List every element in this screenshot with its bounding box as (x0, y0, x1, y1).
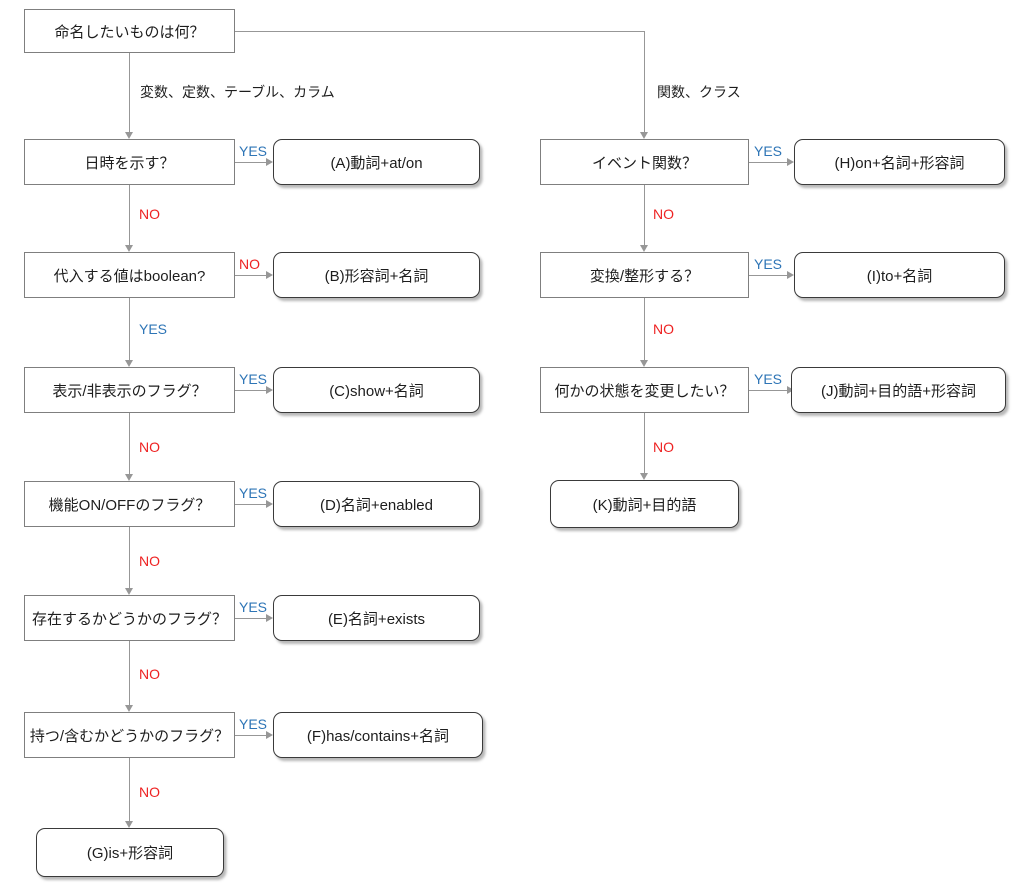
arrowhead-root-down (125, 132, 133, 139)
node-question-event-function: イベント関数？ (540, 139, 749, 185)
edge-label-change-state-yes: YES (754, 371, 783, 387)
arrowhead-contains-yes (266, 731, 273, 739)
node-result-f: (F)has/contains+名詞 (273, 712, 483, 758)
arrowhead-root-right-down (640, 132, 648, 139)
connector-datetime-no-down (129, 185, 130, 245)
arrowhead-change-state-yes (787, 386, 794, 394)
connector-event-yes (749, 162, 787, 163)
arrowhead-visibility-no-down (125, 474, 133, 481)
connector-visibility-no-down (129, 413, 130, 474)
connector-exists-no-down (129, 641, 130, 705)
arrowhead-event-yes (787, 158, 794, 166)
node-result-j: (J)動詞+目的語+形容詞 (791, 367, 1006, 413)
node-root-question: 命名したいものは何？ (24, 9, 235, 53)
connector-contains-yes (235, 735, 266, 736)
arrowhead-convert-yes (787, 271, 794, 279)
edge-label-boolean-yes: YES (139, 321, 168, 337)
arrowhead-datetime-no-down (125, 245, 133, 252)
edge-label-event-yes: YES (754, 143, 783, 159)
edge-label-datetime-yes: YES (239, 143, 268, 159)
edge-label-convert-yes: YES (754, 256, 783, 272)
edge-label-convert-no: NO (653, 321, 674, 337)
connector-onoff-yes (235, 504, 266, 505)
connector-contains-no-down (129, 758, 130, 821)
node-question-visibility-flag: 表示/非表示のフラグ？ (24, 367, 235, 413)
edge-label-visibility-no: NO (139, 439, 160, 455)
connector-root-right (235, 31, 645, 32)
node-result-a: (A)動詞+at/on (273, 139, 480, 185)
connector-exists-yes (235, 618, 266, 619)
node-question-exists-flag: 存在するかどうかのフラグ？ (24, 595, 235, 641)
node-result-e: (E)名詞+exists (273, 595, 480, 641)
connector-change-state-no-down (644, 413, 645, 473)
edge-label-exists-no: NO (139, 666, 160, 682)
node-question-boolean: 代入する値はboolean? (24, 252, 235, 298)
edge-label-datetime-no: NO (139, 206, 160, 222)
arrowhead-event-no-down (640, 245, 648, 252)
arrowhead-change-state-no-down (640, 473, 648, 480)
arrowhead-exists-yes (266, 614, 273, 622)
connector-visibility-yes (235, 390, 266, 391)
arrowhead-boolean-no (266, 271, 273, 279)
edge-label-boolean-no: NO (239, 256, 260, 272)
connector-onoff-no-down (129, 527, 130, 588)
edge-label-contains-no: NO (139, 784, 160, 800)
connector-convert-no-down (644, 298, 645, 360)
edge-label-contains-yes: YES (239, 716, 268, 732)
arrowhead-contains-no-down (125, 821, 133, 828)
edge-label-visibility-yes: YES (239, 371, 268, 387)
node-result-g: (G)is+形容詞 (36, 828, 224, 877)
connector-event-no-down (644, 185, 645, 245)
node-question-change-state: 何かの状態を変更したい？ (540, 367, 749, 413)
edge-label-onoff-no: NO (139, 553, 160, 569)
arrowhead-onoff-yes (266, 500, 273, 508)
node-result-h: (H)on+名詞+形容詞 (794, 139, 1005, 185)
node-question-convert: 変換/整形する？ (540, 252, 749, 298)
connector-root-right-down (644, 31, 645, 132)
edge-label-event-no: NO (653, 206, 674, 222)
node-result-k: (K)動詞+目的語 (550, 480, 739, 528)
connector-datetime-yes (235, 162, 266, 163)
node-result-c: (C)show+名詞 (273, 367, 480, 413)
edge-label-change-state-no: NO (653, 439, 674, 455)
node-question-onoff-flag: 機能ON/OFFのフラグ？ (24, 481, 235, 527)
edge-label-onoff-yes: YES (239, 485, 268, 501)
connector-boolean-no (235, 275, 266, 276)
arrowhead-boolean-yes-down (125, 360, 133, 367)
edge-label-exists-yes: YES (239, 599, 268, 615)
arrowhead-onoff-no-down (125, 588, 133, 595)
connector-convert-yes (749, 275, 787, 276)
connector-boolean-yes-down (129, 298, 130, 360)
arrowhead-exists-no-down (125, 705, 133, 712)
node-question-contains-flag: 持つ/含むかどうかのフラグ？ (24, 712, 235, 758)
node-result-i: (I)to+名詞 (794, 252, 1005, 298)
connector-root-down (129, 53, 130, 132)
node-question-datetime: 日時を示す？ (24, 139, 235, 185)
node-result-b: (B)形容詞+名詞 (273, 252, 480, 298)
arrowhead-datetime-yes (266, 158, 273, 166)
arrowhead-convert-no-down (640, 360, 648, 367)
connector-change-state-yes (749, 390, 787, 391)
arrowhead-visibility-yes (266, 386, 273, 394)
node-result-d: (D)名詞+enabled (273, 481, 480, 527)
branch-label-right: 関数、クラス (657, 84, 741, 100)
branch-label-left: 変数、定数、テーブル、カラム (140, 84, 335, 100)
